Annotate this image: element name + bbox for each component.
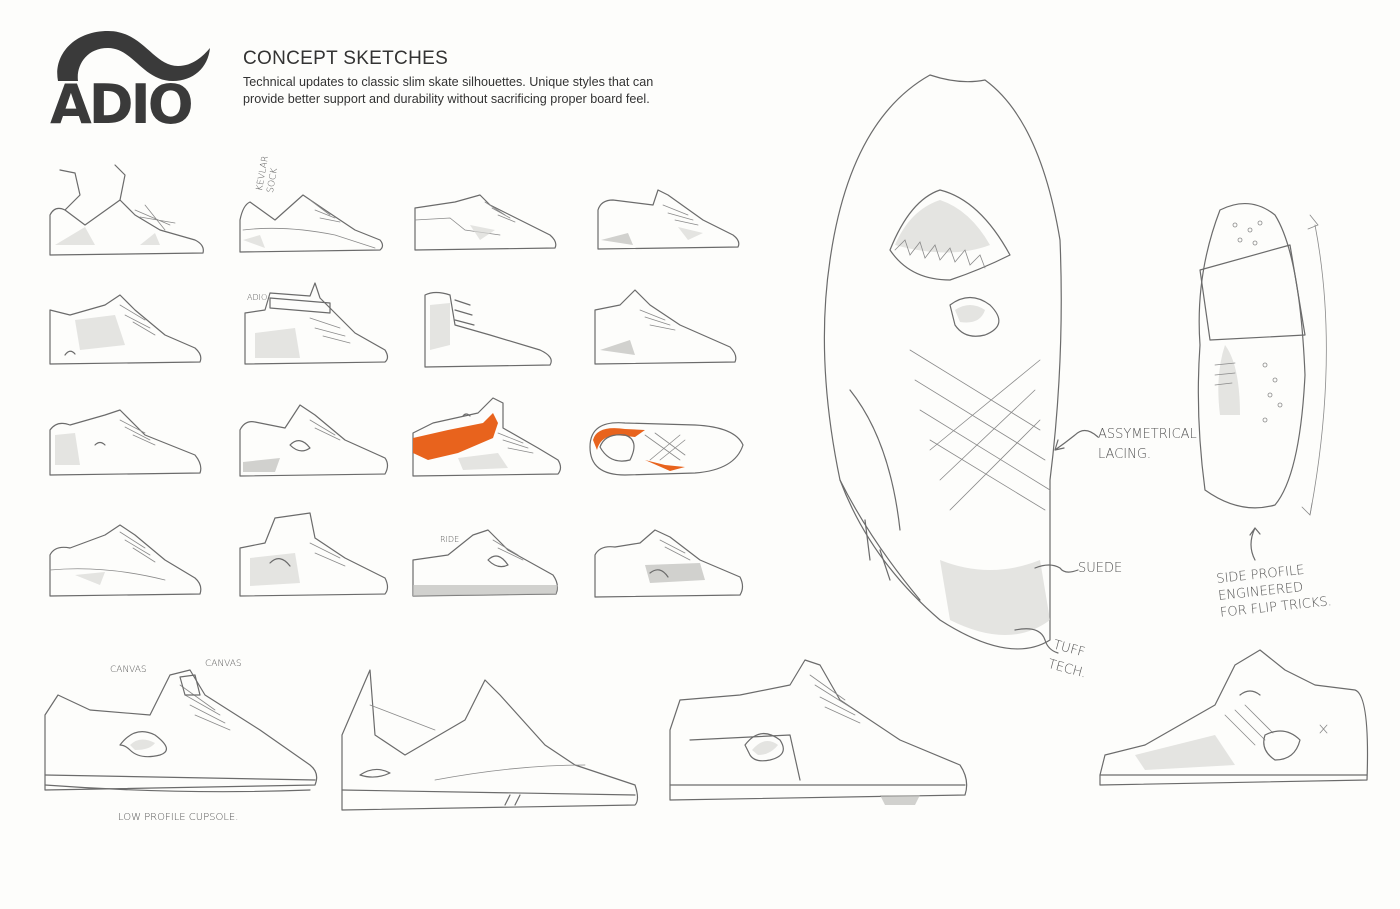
adio-logo: ADIO [48,26,218,132]
shoe-sketch-r3c3-orange [408,397,563,480]
arrow-suede-icon [1034,564,1079,573]
annotation-side-profile: SIDE PROFILE ENGINEERED FOR FLIP TRICKS. [1215,562,1333,621]
shoe-sketch-r1c2 [235,180,385,255]
annotation-suede: SUEDE [1078,561,1123,576]
shoe-sketch-r3c2 [235,400,390,480]
shoe-sketch-large-1: CANVAS CANVAS [40,655,330,820]
adio-wave-icon [57,31,210,81]
shoe-sketch-hero-front [810,60,1080,670]
shoe-sketch-large-2 [335,665,645,815]
shoe-sketch-r2c1 [45,290,205,370]
annotation-ride: RIDE [440,535,460,544]
shoe-sketch-r1c4 [593,185,743,255]
annotation-assymetrical-lacing: ASSYMETRICAL LACING. [1098,427,1197,462]
shoe-sketch-r3c4-topview [585,415,745,480]
annotation-low-profile-cupsole: LOW PROFILE CUPSOLE. [118,812,239,823]
annotation-canvas-2: CANVAS [205,659,242,669]
shoe-sketch-r3c1 [45,405,205,480]
page-description: Technical updates to classic slim skate … [243,75,654,106]
shoe-sketch-r4c3: RIDE [408,520,563,600]
arrow-tuff-tech-icon [1014,628,1059,654]
shoe-sketch-r2c2: ADIO [235,278,390,370]
shoe-sketch-r2c4 [590,285,740,370]
shoe-sketch-r4c2 [235,508,390,600]
page-title: CONCEPT SKETCHES [243,48,449,69]
arrow-lacing-icon [1054,429,1099,451]
logo-wordmark: ADIO [50,73,194,136]
shoe-sketch-large-3 [660,655,980,815]
shoe-sketch-r2c3 [410,285,560,370]
shoe-sketch-r4c4 [590,525,745,600]
shoe-sketch-large-4 [1095,645,1375,795]
shoe-sketch-r4c1 [45,520,205,600]
logo-mini-label: ADIO [247,293,268,302]
arrow-side-profile-icon [1249,527,1261,561]
shoe-sketch-sole [1180,195,1330,525]
shoe-sketch-r1c1 [45,164,210,260]
shoe-sketch-r1c3 [410,190,560,255]
annotation-canvas-1: CANVAS [110,665,147,675]
